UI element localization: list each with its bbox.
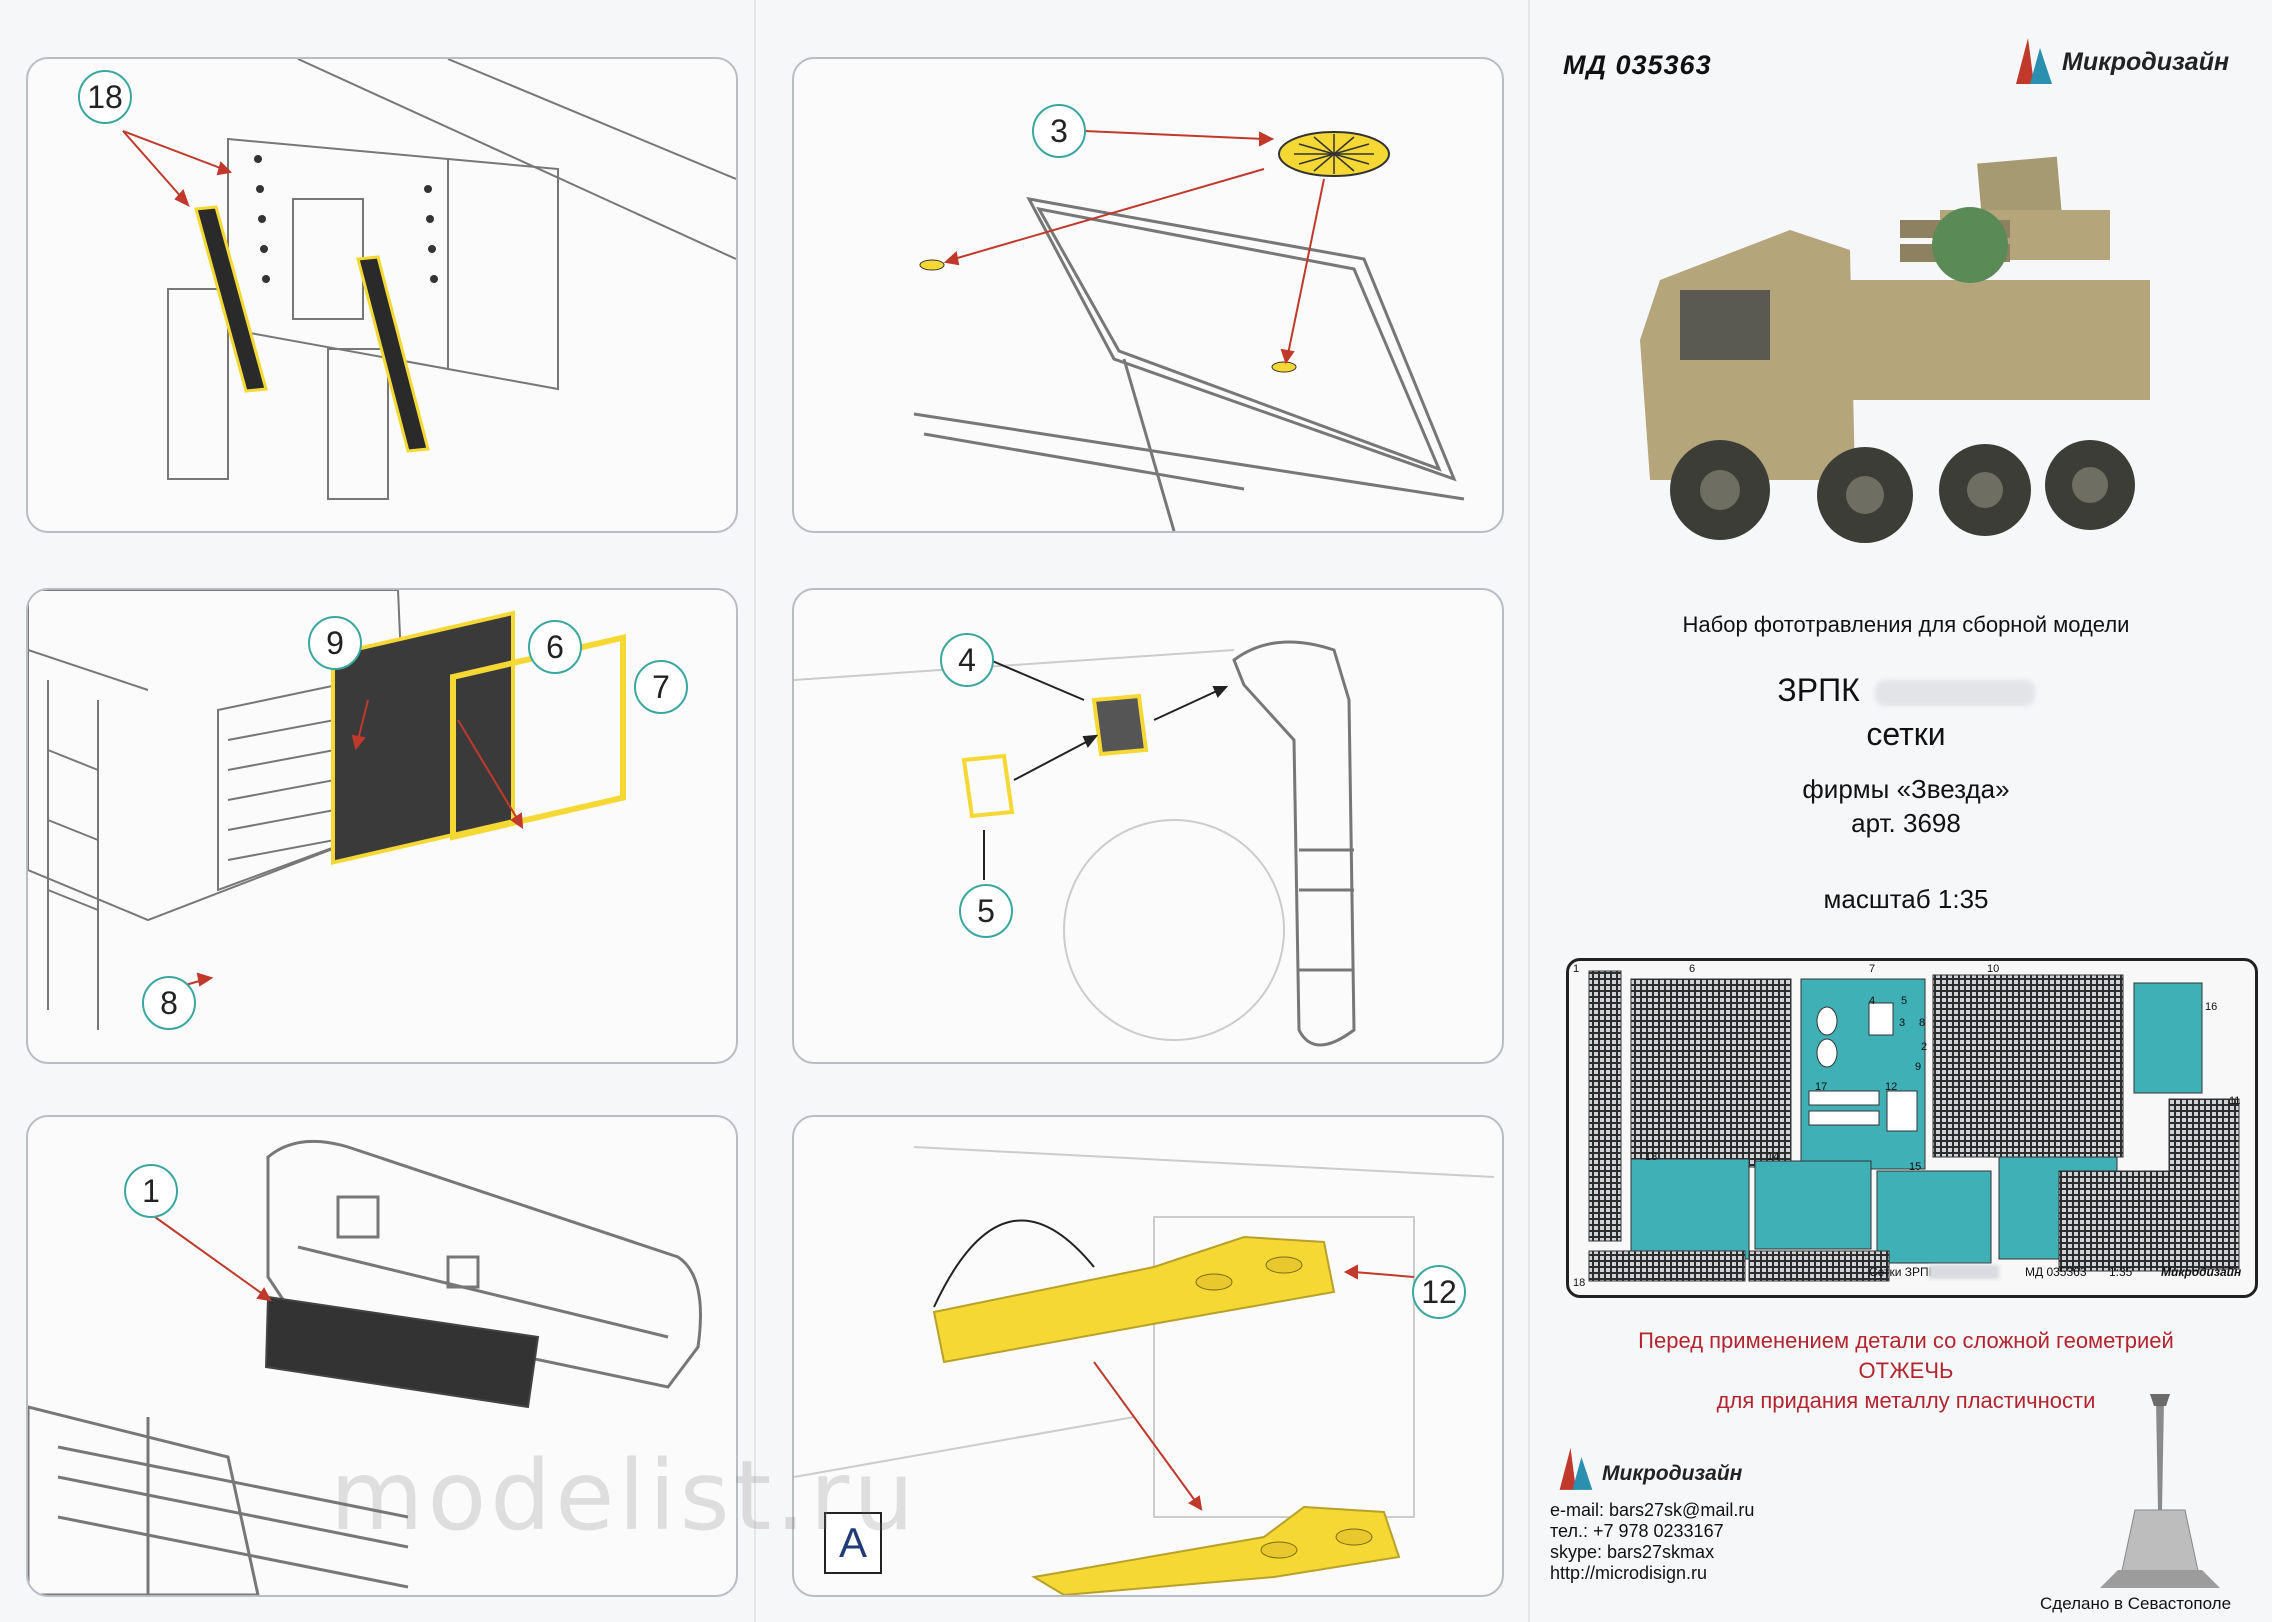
- vehicle-illustration: [1640, 156, 2150, 543]
- fret-part-number: 18: [1573, 1277, 1586, 1289]
- frame-part-5: [961, 753, 1015, 819]
- sheet-label: A: [824, 1512, 882, 1574]
- etch-part-12a: [932, 1235, 1336, 1364]
- mesh-part-18b: [356, 255, 430, 453]
- description-line-3: сетки: [1866, 716, 1946, 752]
- fret-part-number: 14: [1767, 1151, 1780, 1163]
- contact-skype: skype: bars27skmax: [1550, 1542, 1715, 1562]
- fret-layout: [1588, 970, 2240, 1282]
- mesh-part-18a: [194, 205, 268, 393]
- fret-part-number: 11: [2229, 1095, 2241, 1107]
- description-line-5: арт. 3698: [1851, 808, 1961, 838]
- callout-12: 12: [1412, 1265, 1466, 1319]
- step-diagram: [122, 59, 736, 500]
- contact-phone: тел.: +7 978 0233167: [1550, 1521, 1724, 1541]
- contact-block: e-mail: bars27sk@mail.ru тел.: +7 978 02…: [1550, 1500, 1754, 1584]
- fret-part-number: 15: [1909, 1161, 1922, 1173]
- step-diagram: [913, 130, 1465, 531]
- fret-footer-brand: Микродизайн: [2161, 1265, 2242, 1279]
- step-panel-3: 3: [792, 57, 1504, 533]
- warning-line-3: для придания металлу пластичности: [1716, 1388, 2096, 1413]
- fret-part-number: 13: [1645, 1151, 1658, 1163]
- callout-6: 6: [528, 620, 582, 674]
- fold-line: [1528, 0, 1530, 1622]
- title-prefix: ЗРПК: [1777, 672, 1860, 708]
- fold-line: [754, 0, 756, 1622]
- step-panel-4-5: 4 5: [792, 588, 1504, 1064]
- callout-3: 3: [1032, 104, 1086, 158]
- description-line-4: фирмы «Звезда»: [1802, 774, 2010, 804]
- footer-brand-name: Микродизайн: [1602, 1462, 1743, 1485]
- fret-part-number: 7: [1869, 963, 1876, 975]
- warning-line-2: ОТЖЕЧЬ: [1858, 1358, 1954, 1383]
- step-panel-18: 18: [26, 57, 738, 533]
- step-diagram: [28, 590, 626, 1030]
- step-diagram: [794, 640, 1356, 1047]
- step-panel-12: 12 A: [792, 1115, 1504, 1597]
- scale-text: масштаб 1:35: [1823, 884, 1989, 914]
- fret-part-number: 9: [1915, 1061, 1922, 1073]
- callout-8: 8: [142, 976, 196, 1030]
- etch-part-12b: [1031, 1505, 1401, 1595]
- brand-logo: [2012, 34, 2056, 91]
- made-in-text: Сделано в Севастополе: [2040, 1594, 2232, 1613]
- fret-part-number: 1: [1573, 963, 1580, 975]
- footer-logo: [1556, 1444, 1596, 1497]
- fret-part-number: 5: [1901, 995, 1908, 1007]
- warning-line-1: Перед применением детали со сложной геом…: [1638, 1328, 2174, 1353]
- fret-part-number: 17: [1815, 1081, 1828, 1093]
- description-title: ЗРПК: [1540, 672, 2272, 709]
- fret-part-number: 10: [1987, 963, 2000, 975]
- step-panel-6-9: 9 6 7 8: [26, 588, 738, 1064]
- brand-logo-icon: [2016, 38, 2052, 84]
- fret-part-number: 3: [1899, 1017, 1906, 1029]
- step-panel-1: 1: [26, 1115, 738, 1597]
- fret-footer-blur: [1929, 1265, 1999, 1279]
- footer-logo-icon: [1559, 1448, 1593, 1490]
- callout-1: 1: [124, 1164, 178, 1218]
- mesh-part-1: [264, 1295, 540, 1409]
- callout-18: 18: [78, 70, 132, 124]
- mesh-part-4: [1091, 693, 1149, 757]
- fret-part-number: 12: [1885, 1081, 1898, 1093]
- callout-7: 7: [634, 660, 688, 714]
- fret-part-number: 6: [1689, 963, 1696, 975]
- step-diagram: [28, 1139, 702, 1595]
- monument-illustration: [2100, 1394, 2220, 1588]
- fret-footer-name: Сетки ЗРПК: [1869, 1265, 1936, 1279]
- fret-footer-code: МД 035363: [2025, 1265, 2087, 1279]
- watermark: modelist.ru: [330, 1440, 919, 1552]
- contact-email[interactable]: e-mail: bars27sk@mail.ru: [1550, 1500, 1755, 1520]
- callout-4: 4: [940, 633, 994, 687]
- fret-part-number: 4: [1869, 995, 1876, 1007]
- blurred-name: [1874, 679, 2035, 706]
- fret-footer-scale: 1:35: [2109, 1265, 2133, 1279]
- fret-part-number: 2: [1921, 1041, 1928, 1053]
- callout-9: 9: [308, 616, 362, 670]
- description-line-1: Набор фототравления для сборной модели: [1682, 612, 2130, 637]
- brand-name: Микродизайн: [2062, 48, 2230, 76]
- contact-url[interactable]: http://microdisign.ru: [1550, 1563, 1708, 1583]
- product-code: МД 035363: [1563, 50, 1712, 80]
- step-diagram: [794, 1146, 1495, 1595]
- fret-part-number: 8: [1919, 1017, 1926, 1029]
- fret-part-number: 16: [2205, 1001, 2218, 1013]
- callout-5: 5: [959, 884, 1013, 938]
